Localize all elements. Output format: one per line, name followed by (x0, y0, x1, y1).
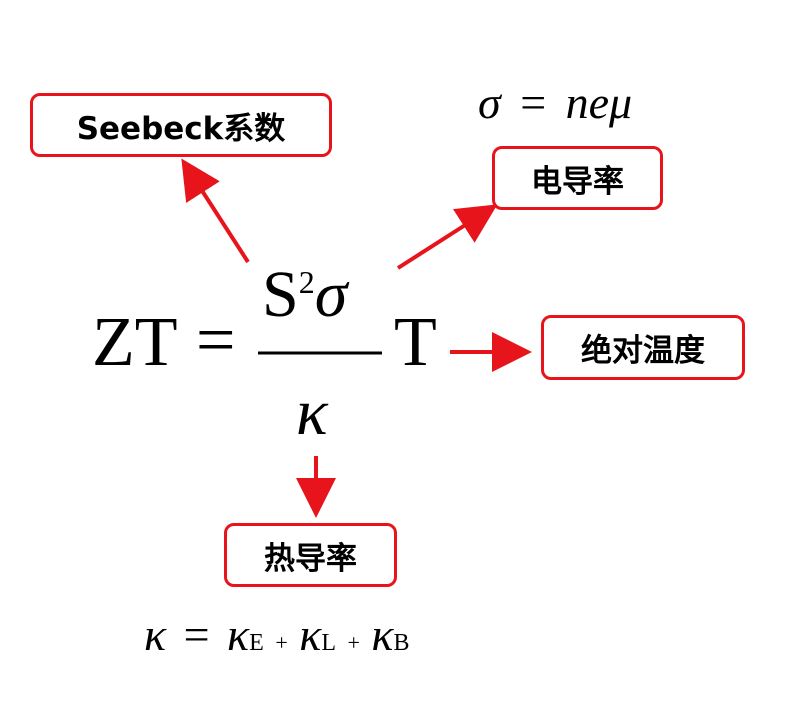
numerator: S2σ (262, 262, 347, 328)
kappa-b: κ (371, 609, 394, 660)
kappa-l-sub: L (321, 630, 336, 656)
kappa-e: κ (227, 609, 250, 660)
kappa-plus-1: + (275, 630, 288, 655)
sigma-symbol: σ (478, 77, 501, 128)
num-sigma: σ (314, 258, 348, 331)
thermal-cond-label: 热导率 (224, 523, 397, 587)
kappa-eq: = (183, 609, 210, 660)
zt-t: T (394, 304, 437, 381)
sigma-formula: σ = neμ (478, 76, 632, 129)
kappa-b-sub: B (393, 630, 410, 656)
num-exp: 2 (298, 264, 315, 300)
arrow-to-conductivity (396, 204, 498, 270)
arrow-to-seebeck (181, 158, 250, 264)
abs-temp-label: 绝对温度 (541, 315, 745, 380)
kappa-lhs: κ (144, 609, 167, 660)
num-s: S (262, 258, 299, 331)
seebeck-label: Seebeck系数 (30, 93, 332, 157)
zt-eq: = (196, 302, 236, 379)
denominator-kappa: κ (296, 376, 328, 449)
conductivity-label: 电导率 (492, 146, 663, 210)
sigma-eq: = (520, 77, 547, 128)
kappa-e-sub: E (249, 630, 264, 656)
kappa-plus-2: + (347, 630, 360, 655)
zt-lhs: ZT (92, 304, 178, 381)
kappa-formula: κ = κE + κL + κB (144, 612, 410, 658)
sigma-rhs: neμ (565, 77, 633, 128)
kappa-l: κ (299, 609, 322, 660)
